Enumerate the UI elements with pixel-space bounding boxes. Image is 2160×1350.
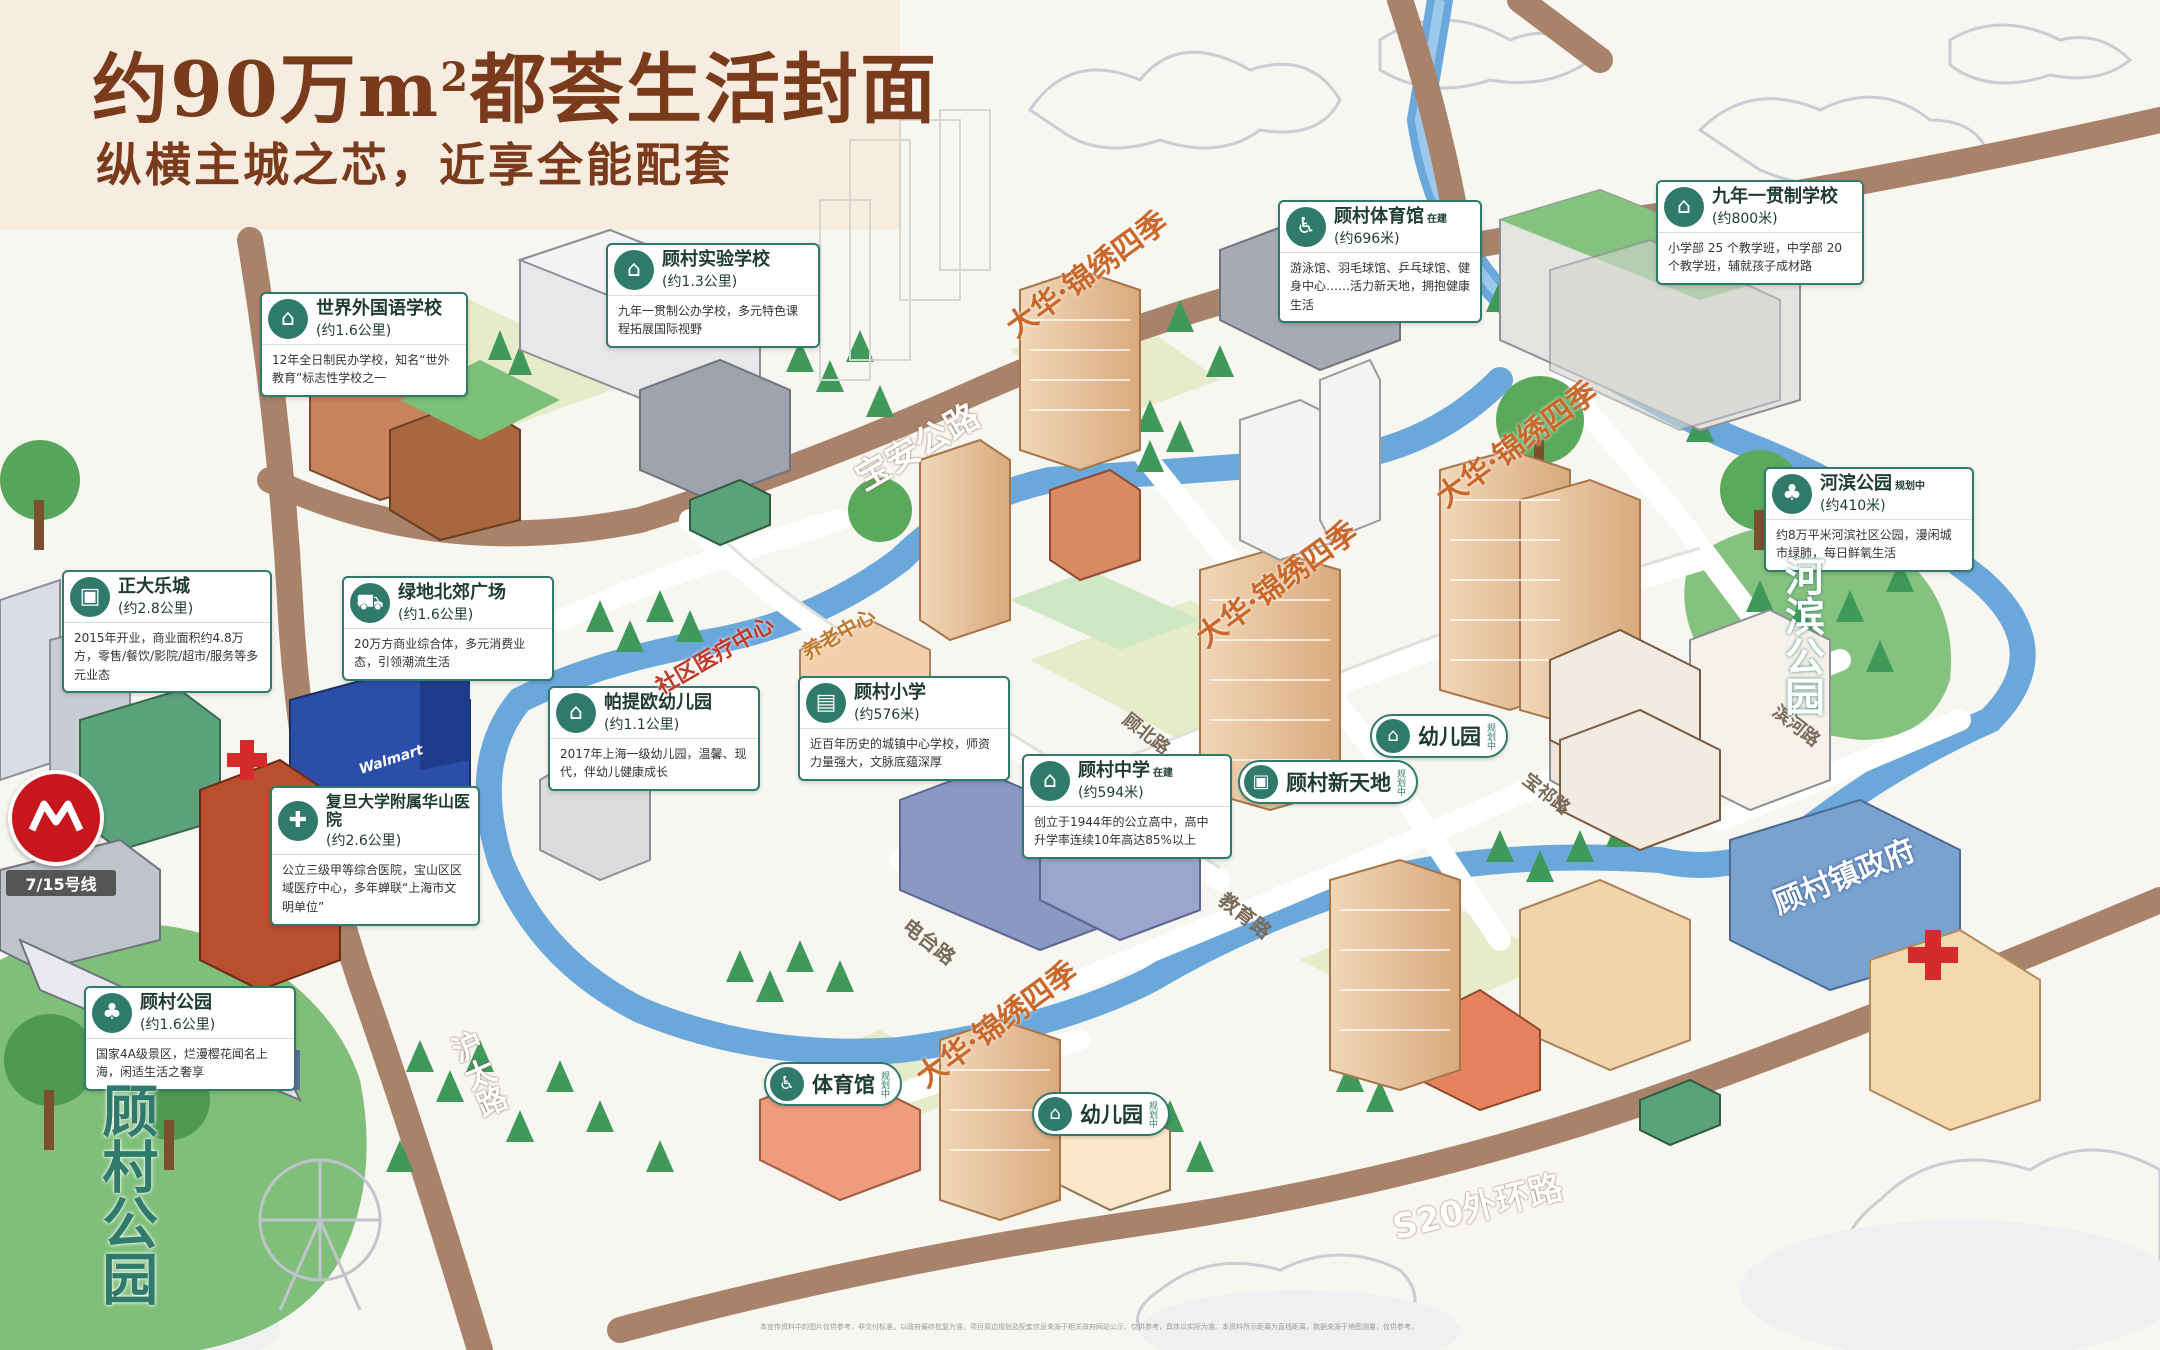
- title-rest: 都荟生活封面: [470, 45, 939, 134]
- card-guocun-exp-school[interactable]: ⌂ 顾村实验学校 (约1.3公里) 九年一贯制公办学校，多元特色课程拓展国际视野: [606, 243, 820, 348]
- runner-icon: ♿: [1286, 207, 1326, 248]
- card-name: 河滨公园: [1820, 473, 1892, 494]
- card-distance: (约594米): [1078, 784, 1144, 801]
- title-superscript: 2: [440, 54, 471, 101]
- cart-icon: ⛟: [350, 583, 390, 624]
- footnote: 本宣传资料中的图片仅供参考，非交付标准，以政府最终批复为准。项目周边规划及配套信…: [760, 1323, 1418, 1331]
- card-name: 顾村实验学校: [662, 249, 770, 270]
- school-icon: ⌂: [1030, 761, 1070, 802]
- card-description: 九年一贯制公办学校，多元特色课程拓展国际视野: [618, 303, 799, 337]
- card-distance: (约1.6公里): [398, 606, 474, 623]
- metro-symbol-icon: [28, 800, 84, 832]
- card-greenland[interactable]: ⛟ 绿地北郊广场 (约1.6公里) 20万方商业综合体，多元消费业态，引领潮流生活: [342, 576, 554, 681]
- card-world-fl-school[interactable]: ⌂ 世界外国语学校 (约1.6公里) 12年全日制民办学校，知名“世外教育”标志性学…: [260, 292, 468, 397]
- background-towers: [819, 109, 991, 381]
- cars: [689, 478, 1721, 1147]
- pill-kindergarten-1[interactable]: ⌂ 幼儿园规划中: [1370, 714, 1508, 758]
- park-icon: ♣: [1772, 474, 1812, 515]
- pill-tag: 规划中: [1147, 1100, 1157, 1128]
- card-description: 2017年上海一级幼儿园，温馨、现代，伴幼儿健康成长: [560, 746, 747, 780]
- white-towers: [1239, 358, 1381, 562]
- card-name: 正大乐城: [118, 576, 190, 597]
- kindergarten-icon: ⌂: [556, 693, 596, 734]
- card-guocun-primary[interactable]: ▤ 顾村小学 (约576米) 近百年历史的城镇中心学校，师资力量强大，文脉底蕴深厚: [798, 676, 1010, 781]
- card-description: 近百年历史的城镇中心学校，师资力量强大，文脉底蕴深厚: [810, 736, 991, 770]
- card-zhengda[interactable]: ▣ 正大乐城 (约2.8公里) 2015年开业，商业面积约4.8万方，零售/餐饮/影…: [62, 570, 272, 694]
- school-icon: ⌂: [268, 299, 308, 340]
- card-nine-year-school[interactable]: ⌂ 九年一贯制学校 (约800米) 小学部 25 个教学班，中学部 20 个教学班，…: [1656, 180, 1864, 285]
- ferris-wheel: [258, 1158, 382, 1311]
- card-name: 顾村公园: [140, 992, 212, 1013]
- title-main: 约90万m: [92, 45, 441, 134]
- pill-name: 幼儿园: [1080, 1103, 1143, 1127]
- card-name: 九年一贯制学校: [1712, 186, 1838, 207]
- card-description: 创立于1944年的公立高中，高中升学率连续10年高达85%以上: [1034, 814, 1209, 848]
- card-description: 小学部 25 个教学班，中学部 20 个教学班，辅就孩子成材路: [1668, 240, 1842, 274]
- kindergarten-icon: ⌂: [1376, 719, 1410, 753]
- pill-tag: 规划中: [1395, 768, 1405, 796]
- card-distance: (约1.6公里): [316, 322, 392, 339]
- card-name: 世界外国语学校: [316, 298, 442, 319]
- card-fudan-hospital[interactable]: ✚复旦大学附属华山医院 (约2.6公里) 公立三级甲等综合医院，宝山区区域医疗中心…: [270, 786, 480, 926]
- page-subtitle: 纵横主城之芯，近享全能配套: [96, 138, 733, 192]
- card-guocun-park[interactable]: ♣ 顾村公园 (约1.6公里) 国家4A级景区，烂漫樱花闻名上海，闲适生活之奢享: [84, 986, 296, 1091]
- pill-name: 顾村新天地: [1286, 771, 1391, 795]
- card-tag: 在建: [1427, 214, 1447, 225]
- card-description: 游泳馆、羽毛球馆、乒乓球馆、健身中心……活力新天地，拥抱健康生活: [1290, 260, 1471, 312]
- card-name: 帕提欧幼儿园: [604, 692, 712, 713]
- card-description: 20万方商业综合体，多元消费业态，引领潮流生活: [354, 636, 526, 670]
- shopping-bag-icon: ▣: [70, 577, 110, 618]
- park-icon: ♣: [92, 993, 132, 1034]
- pill-tag: 规划中: [1485, 722, 1495, 750]
- card-description: 12年全日制民办学校，知名“世外教育”标志性学校之一: [272, 352, 450, 386]
- card-name: 顾村体育馆: [1334, 206, 1424, 227]
- card-description: 公立三级甲等综合医院，宝山区区域医疗中心，多年蝉联“上海市文明单位”: [282, 862, 463, 914]
- tree-clusters: [386, 280, 1914, 1172]
- card-name: 顾村小学: [854, 682, 926, 703]
- guocun-park-label: 顾村公园: [92, 1082, 159, 1306]
- page-title: 约90万m2都荟生活封面: [92, 52, 938, 128]
- card-distance: (约576米): [854, 706, 920, 723]
- card-distance: (约2.6公里): [326, 832, 402, 849]
- pill-kindergarten-2[interactable]: ⌂ 幼儿园规划中: [1032, 1092, 1170, 1136]
- card-hebin-park[interactable]: ♣ 河滨公园规划中 (约410米) 约8万平米河滨社区公园，漫闲城市绿肺，每日鲜氧生…: [1764, 467, 1974, 572]
- card-description: 约8万平米河滨社区公园，漫闲城市绿肺，每日鲜氧生活: [1776, 527, 1952, 561]
- card-name: 顾村中学: [1078, 760, 1150, 781]
- card-distance: (约2.8公里): [118, 600, 194, 617]
- pill-tag: 规划中: [879, 1070, 889, 1098]
- pill-gym[interactable]: ♿ 体育馆规划中: [764, 1062, 902, 1106]
- hospital-icon: ✚: [278, 801, 318, 842]
- card-description: 国家4A级景区，烂漫樱花闻名上海，闲适生活之奢享: [96, 1046, 268, 1080]
- card-name: 绿地北郊广场: [398, 582, 506, 603]
- card-name: 复旦大学附属华山医院: [326, 792, 471, 830]
- card-guocun-gym[interactable]: ♿ 顾村体育馆在建 (约696米) 游泳馆、羽毛球馆、乒乓球馆、健身中心……活力新天…: [1278, 200, 1482, 324]
- book-icon: ▤: [806, 683, 846, 724]
- runner-icon: ♿: [770, 1067, 804, 1101]
- metro-line-label: 7/15号线: [6, 870, 116, 896]
- shop-icon: ▣: [1244, 765, 1278, 799]
- card-patio-kindergarten[interactable]: ⌂ 帕提欧幼儿园 (约1.1公里) 2017年上海一级幼儿园，温馨、现代，伴幼儿健康…: [548, 686, 760, 791]
- metro-logo-icon: 7/15号线: [6, 770, 116, 896]
- pill-name: 体育馆: [812, 1073, 875, 1097]
- villa-rows: [1549, 628, 1721, 852]
- school-icon: ⌂: [1664, 187, 1704, 228]
- card-distance: (约410米): [1820, 497, 1886, 514]
- card-distance: (约1.6公里): [140, 1016, 216, 1033]
- card-distance: (约800米): [1712, 210, 1778, 227]
- card-distance: (约696米): [1334, 230, 1400, 247]
- card-tag: 在建: [1153, 768, 1173, 779]
- card-distance: (约1.1公里): [604, 716, 680, 733]
- card-tag: 规划中: [1895, 481, 1925, 492]
- pill-name: 幼儿园: [1418, 725, 1481, 749]
- kindergarten-icon: ⌂: [1038, 1097, 1072, 1131]
- title-backdrop: [0, 0, 900, 230]
- card-guocun-middle[interactable]: ⌂ 顾村中学在建 (约594米) 创立于1944年的公立高中，高中升学率连续10年高…: [1022, 754, 1232, 859]
- card-distance: (约1.3公里): [662, 273, 738, 290]
- card-description: 2015年开业，商业面积约4.8万方，零售/餐饮/影院/超市/服务等多元业态: [74, 630, 259, 682]
- pill-xintiandi[interactable]: ▣ 顾村新天地规划中: [1238, 760, 1418, 804]
- hebin-park-label: 河滨公园: [1778, 556, 1825, 716]
- school-icon: ⌂: [614, 250, 654, 291]
